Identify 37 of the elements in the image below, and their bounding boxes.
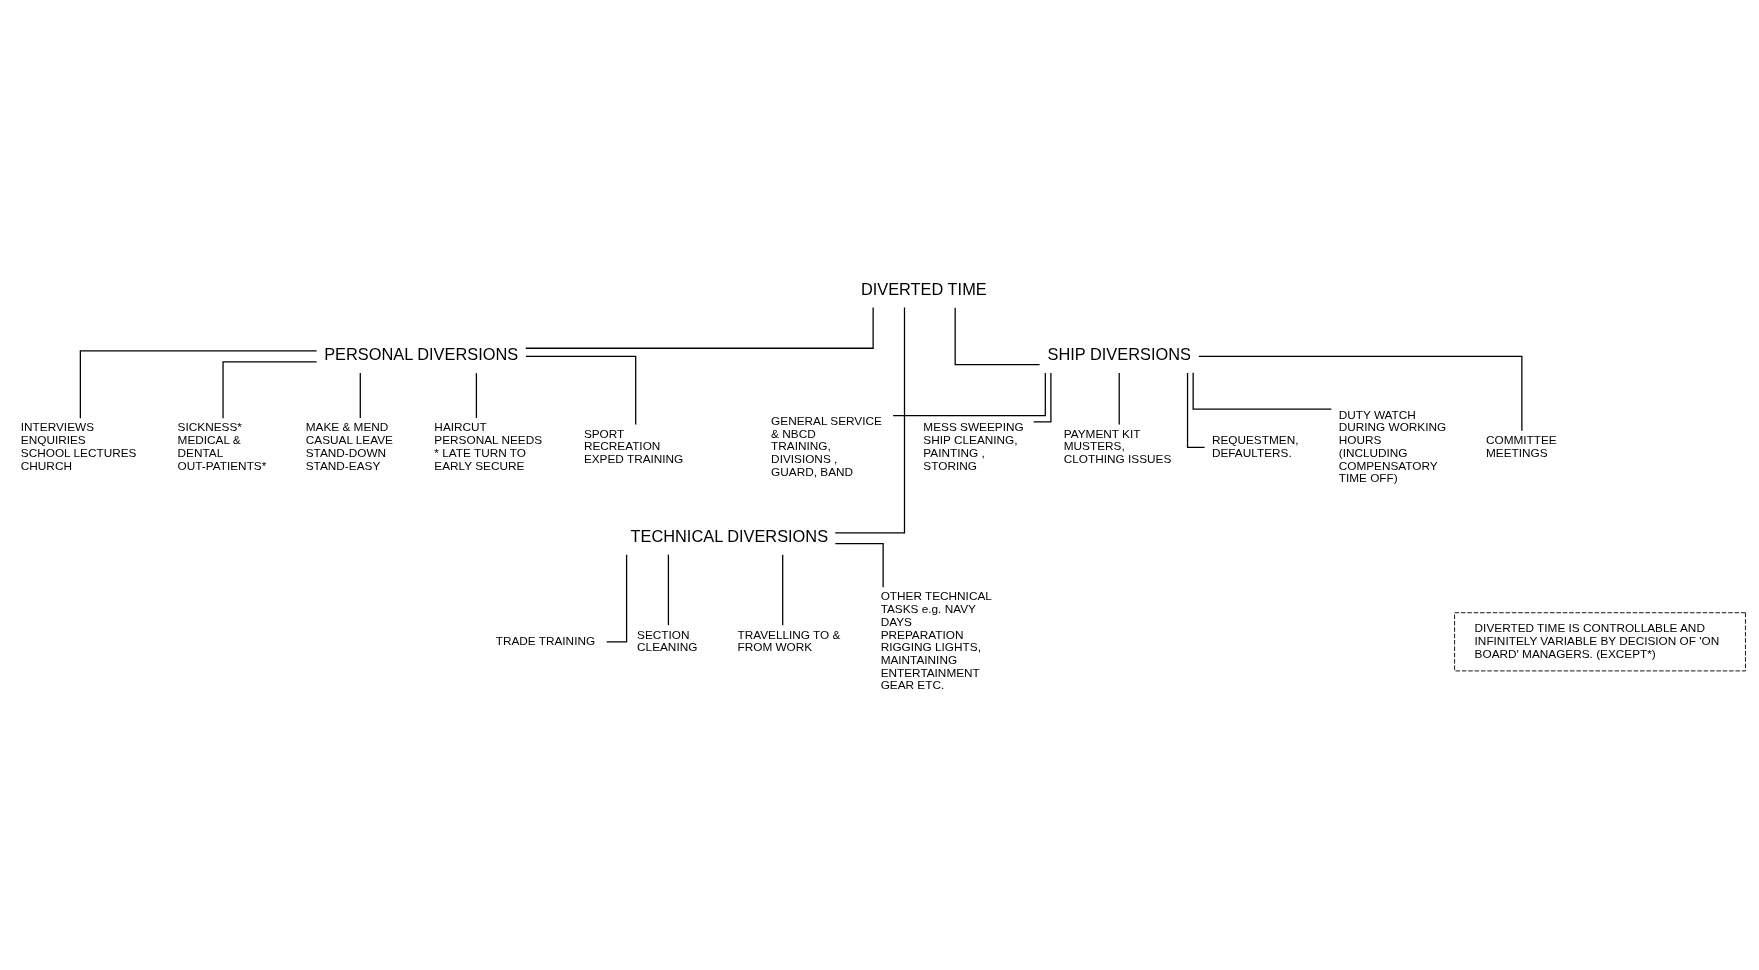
connector <box>834 306 906 533</box>
connector <box>525 355 637 425</box>
connector <box>359 371 361 419</box>
connector <box>1186 371 1206 448</box>
connector <box>475 371 478 419</box>
node-text: DIVERTED TIME <box>860 279 987 298</box>
connector <box>834 542 884 588</box>
node-text: SECTION CLEANING <box>637 627 698 654</box>
connector <box>79 349 318 419</box>
node-text: DUTY WATCH DURING WORKING HOURS (INCLUDING COMPENSATORY TIME OFF) <box>1338 407 1447 485</box>
node-text: SICKNESS* MEDICAL & DENTAL OUT-PATIENTS* <box>177 419 267 472</box>
node-text: MAKE & MEND CASUAL LEAVE STAND-DOWN STAND-EASY <box>305 419 393 472</box>
node-text: REQUESTMEN, DEFAULTERS. <box>1211 432 1299 460</box>
connector <box>1192 371 1332 410</box>
node-text: HAIRCUT PERSONAL NEEDS * LATE TURN TO EARLY SECURE <box>434 419 543 472</box>
node-text: SHIP DIVERSIONS <box>1047 344 1191 363</box>
node-text: MESS SWEEPING SHIP CLEANING, PAINTING , STORING <box>923 419 1024 472</box>
connector <box>1198 355 1523 431</box>
node-text: INTERVIEWS ENQUIRIES SCHOOL LECTURES CHURCH <box>20 419 137 472</box>
node-text: GENERAL SERVICE & NBCD TRAINING, DIVISIONS , GUARD, BAND <box>771 413 882 479</box>
node-box: DIVERTED TIME IS CONTROLLABLE AND INFINITELY VARIABLE BY DECISION OF 'ON BOARD' MANAGERS. (EXCEPT*) <box>1454 611 1746 671</box>
node-text: PAYMENT KIT MUSTERS, CLOTHING ISSUES <box>1063 426 1172 466</box>
node-text: TECHNICAL DIVERSIONS <box>630 526 829 545</box>
connector <box>892 371 1046 416</box>
connector <box>782 553 784 626</box>
connector <box>525 306 874 349</box>
node-text: COMMITTEE MEETINGS <box>1485 432 1557 460</box>
node-text: SPORT RECREATION EXPED TRAINING <box>583 426 684 466</box>
node-text: OTHER TECHNICAL TASKS e.g. NAVY DAYS PREPARATION RIGGING LIGHTS, MAINTAINING ENTERTAINMENT GEAR ETC. <box>880 588 992 692</box>
node-text: TRAVELLING TO & FROM WORK <box>737 627 841 654</box>
connector <box>1118 371 1120 425</box>
connector <box>954 306 1041 365</box>
node-text: TRADE TRAINING <box>495 633 596 648</box>
connector <box>1032 371 1052 422</box>
node-text: PERSONAL DIVERSIONS <box>324 344 519 363</box>
connector <box>667 553 670 626</box>
connector <box>222 360 318 419</box>
